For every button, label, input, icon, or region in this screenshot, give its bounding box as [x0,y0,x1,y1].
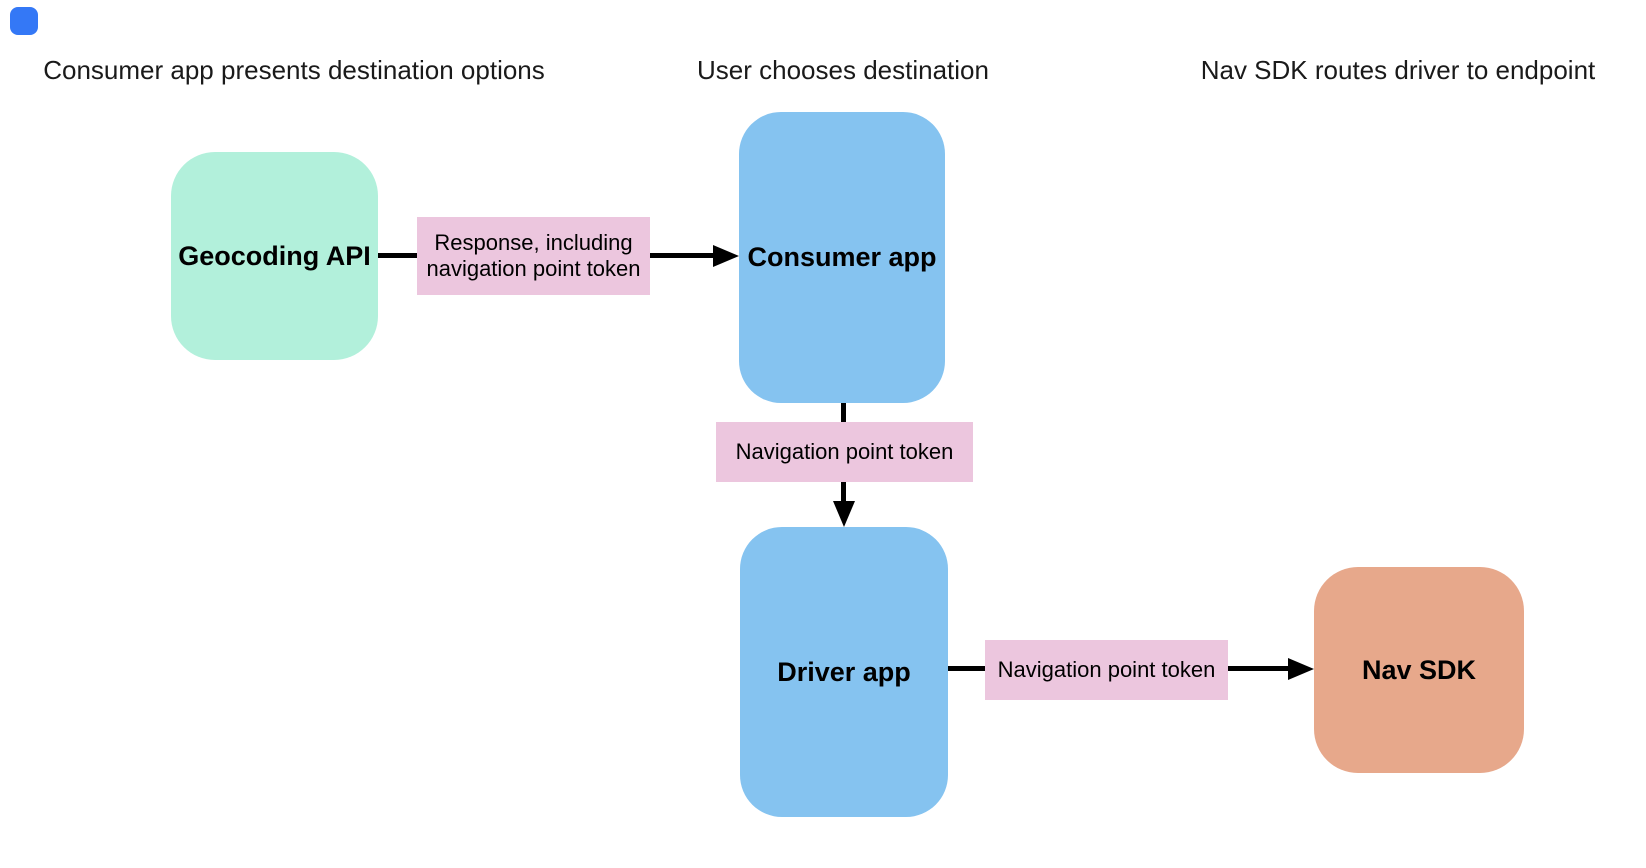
node-label-geocoding-api: Geocoding API [178,240,371,271]
node-consumer-app: Consumer app [739,112,945,403]
arrowhead-right-icon [713,245,739,267]
edge-label-navigation-point-token-2: Navigation point token [985,640,1228,700]
stage-title-consumer-presents: Consumer app presents destination option… [43,55,545,85]
node-label-nav-sdk: Nav SDK [1361,654,1477,685]
arrow-line [1228,666,1288,671]
stage-title-user-chooses: User chooses destination [697,55,989,85]
node-nav-sdk: Nav SDK [1314,567,1524,773]
arrowhead-down-icon [833,501,855,527]
arrow-line [378,253,417,258]
blue-square-icon [10,7,38,35]
edge-label-navigation-point-token-1: Navigation point token [716,422,973,482]
arrow-line [948,666,985,671]
arrow-line [650,253,713,258]
edge-label-response-including-token: Response, including navigation point tok… [417,217,650,295]
arrowhead-right-icon [1288,658,1314,680]
node-label-consumer-app: Consumer app [747,242,937,272]
node-driver-app: Driver app [740,527,948,817]
stage-title-nav-sdk-routes: Nav SDK routes driver to endpoint [1200,55,1596,85]
node-label-driver-app: Driver app [777,656,911,687]
node-geocoding-api: Geocoding API [171,152,378,360]
